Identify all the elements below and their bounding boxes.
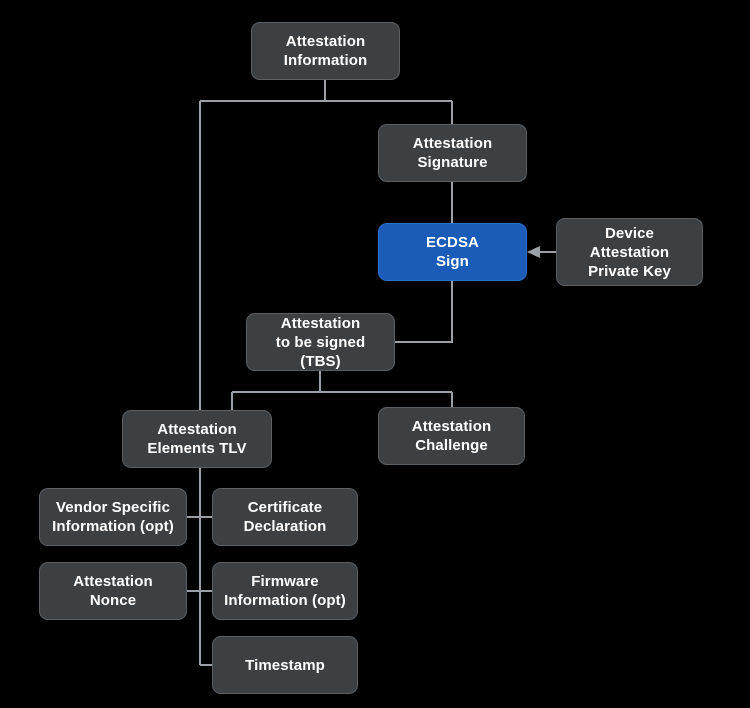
node-attestation-tbs[interactable]: Attestation to be signed (TBS) (246, 313, 395, 371)
node-attestation-elements-tlv[interactable]: Attestation Elements TLV (122, 410, 272, 468)
arrowhead-icon (527, 246, 540, 258)
node-attestation-nonce[interactable]: Attestation Nonce (39, 562, 187, 620)
node-label-attestation-challenge: Attestation Challenge (411, 418, 492, 454)
node-device-attestation-private-key[interactable]: Device Attestation Private Key (556, 218, 703, 286)
node-label-attestation-signature: Attestation Signature (412, 135, 493, 171)
node-label-attestation-information: Attestation Information (283, 33, 368, 69)
node-attestation-information[interactable]: Attestation Information (251, 22, 400, 80)
node-label-vendor-specific-information: Vendor Specific Information (opt) (52, 499, 174, 535)
node-firmware-information[interactable]: Firmware Information (opt) (212, 562, 358, 620)
node-label-timestamp: Timestamp (245, 656, 325, 674)
node-timestamp[interactable]: Timestamp (212, 636, 358, 694)
node-label-ecdsa-sign: ECDSA Sign (425, 234, 479, 270)
node-label-firmware-information: Firmware Information (opt) (224, 573, 346, 609)
node-vendor-specific-information[interactable]: Vendor Specific Information (opt) (39, 488, 187, 546)
node-label-attestation-elements-tlv: Attestation Elements TLV (147, 421, 247, 457)
node-certificate-declaration[interactable]: Certificate Declaration (212, 488, 358, 546)
node-label-attestation-nonce: Attestation Nonce (73, 573, 153, 609)
node-ecdsa-sign[interactable]: ECDSA Sign (378, 223, 527, 281)
connector-ecdsa-to-tbs (395, 281, 453, 343)
node-label-certificate-declaration: Certificate Declaration (243, 499, 327, 535)
node-attestation-signature[interactable]: Attestation Signature (378, 124, 527, 182)
node-label-attestation-tbs: Attestation to be signed (TBS) (275, 314, 366, 370)
node-label-device-attestation-private-key: Device Attestation Private Key (588, 224, 671, 280)
node-attestation-challenge[interactable]: Attestation Challenge (378, 407, 525, 465)
